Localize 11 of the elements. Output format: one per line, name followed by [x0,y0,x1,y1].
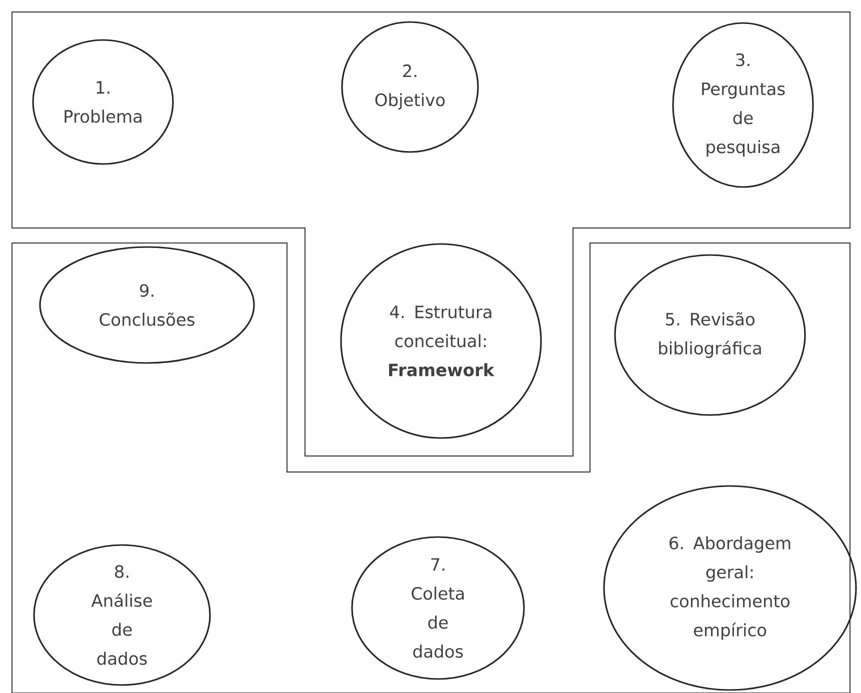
ellipse-node: 1. Problema [32,39,174,165]
ellipse-node: 9. Conclusões [39,246,255,364]
ellipse-node: 3. Perguntas de pesquisa [672,22,814,188]
region-outline [12,242,851,693]
ellipse-node: 5. Revisão bibliográfica [614,254,806,416]
region-outline [12,12,851,456]
ellipse-node: 8. Análise de dados [33,544,211,686]
ellipse-node: 7. Coleta de dados [351,536,525,680]
ellipse-node: 6. Abordagem geral: conhecimento empírico [603,485,857,691]
ellipse-node: 2. Objetivo [341,21,479,153]
ellipse-node: 4. Estrutura conceitual: Framework [340,243,542,439]
